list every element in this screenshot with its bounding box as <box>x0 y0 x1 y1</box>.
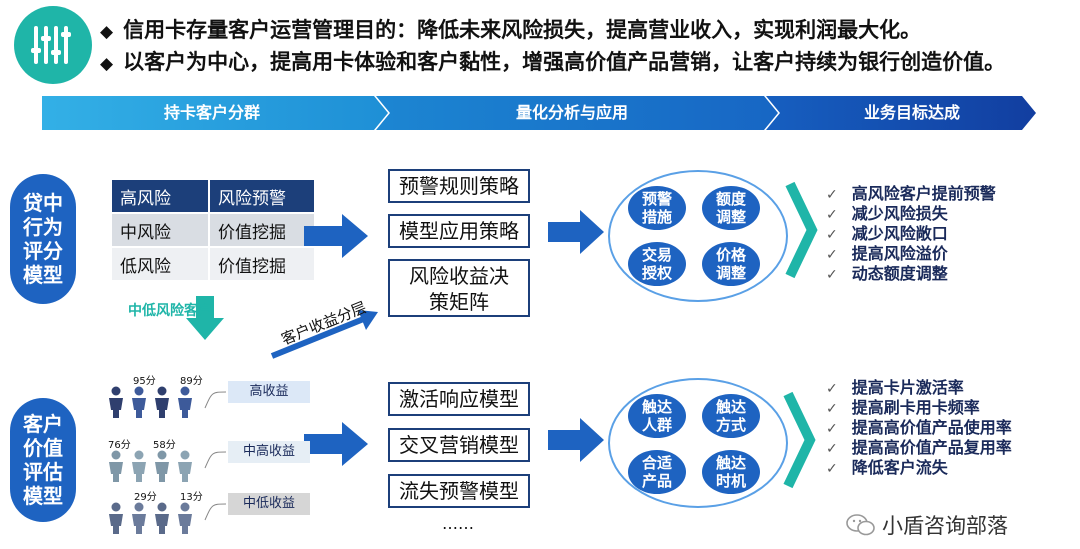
risk-action-cell: 风险预警 <box>208 178 316 214</box>
down-arrow-label: 中低风险客户 <box>128 303 212 319</box>
customer-value-model-label: 客户价值评估模型 <box>10 398 76 522</box>
person-icon <box>178 502 192 534</box>
table-row: 中风险 价值挖掘 <box>110 212 316 248</box>
person-icon <box>132 450 146 482</box>
behavior-score-model-label: 贷中行为评分模型 <box>10 174 76 304</box>
action-pill: 价格调整 <box>702 242 760 286</box>
model-box: 激活响应模型 <box>388 382 530 416</box>
list-item: ✓提高卡片激活率 <box>826 378 964 397</box>
person-icon <box>155 386 169 418</box>
watermark: 小盾咨询部落 <box>846 510 1008 540</box>
list-item: ✓高风险客户提前预警 <box>826 184 996 203</box>
table-row: 高风险 风险预警 <box>110 178 316 214</box>
risk-level-cell: 低风险 <box>110 246 210 282</box>
person-icon <box>155 502 169 534</box>
band-segment-3 <box>766 96 1036 130</box>
band-label-2: 量化分析与应用 <box>515 103 628 122</box>
check-icon: ✓ <box>826 267 838 283</box>
equalizer-icon <box>31 26 71 64</box>
strategy-box: 预警规则策略 <box>388 169 530 203</box>
strategy-box: 风险收益决策矩阵 <box>388 259 530 317</box>
band-label-1: 持卡客户分群 <box>163 103 260 122</box>
action-pill: 触达方式 <box>702 394 760 438</box>
check-icon: ✓ <box>826 381 838 397</box>
ellipsis: …… <box>442 514 474 533</box>
process-band: 持卡客户分群 量化分析与应用 业务目标达成 <box>42 96 1036 130</box>
header-bullet-2: ◆以客户为中心，提高用卡体验和客户黏性，增强高价值产品营销，让客户持续为银行创造… <box>100 50 1006 74</box>
risk-action-cell: 价值挖掘 <box>208 212 316 248</box>
risk-level-cell: 中风险 <box>110 212 210 248</box>
customer-groups <box>108 370 208 540</box>
check-icon: ✓ <box>826 207 838 223</box>
person-icon <box>109 450 123 482</box>
check-icon: ✓ <box>826 227 838 243</box>
wechat-icon <box>846 514 875 536</box>
right-arrow-icon <box>304 214 368 258</box>
table-row: 低风险 价值挖掘 <box>110 246 316 282</box>
tier-label: 高收益 <box>228 381 310 403</box>
tier-label: 中低收益 <box>228 493 310 515</box>
list-item: ✓动态额度调整 <box>826 264 948 283</box>
score-label: 29分 <box>134 492 157 503</box>
action-pill: 交易授权 <box>628 242 686 286</box>
value-goals-list: ✓提高卡片激活率 ✓提高刷卡用卡频率 ✓提高高价值产品使用率 ✓提高高价值产品复… <box>826 378 1012 478</box>
action-pill: 触达时机 <box>702 450 760 494</box>
check-icon: ✓ <box>826 421 838 437</box>
action-pill: 预警措施 <box>628 186 686 230</box>
list-item: ✓减少风险损失 <box>826 204 948 223</box>
check-icon: ✓ <box>826 187 838 203</box>
action-pill: 额度调整 <box>702 186 760 230</box>
list-item: ✓提高风险溢价 <box>826 244 948 263</box>
person-icon <box>109 502 123 534</box>
list-item: ✓提高刷卡用卡频率 <box>826 398 980 417</box>
list-item: ✓提高高价值产品使用率 <box>826 418 1012 437</box>
score-label: 13分 <box>180 492 203 503</box>
score-label: 58分 <box>153 440 176 451</box>
action-cloud <box>608 378 788 508</box>
action-cloud <box>608 170 788 302</box>
right-arrow-icon <box>304 422 368 466</box>
band-label-3: 业务目标达成 <box>863 103 960 122</box>
tier-label: 中高收益 <box>228 441 310 463</box>
model-box: 流失预警模型 <box>388 474 530 508</box>
risk-level-cell: 高风险 <box>110 178 210 214</box>
chevron-right-icon <box>783 391 816 489</box>
chevron-right-icon <box>785 181 818 279</box>
right-arrow-icon <box>548 418 604 462</box>
model-box: 交叉营销模型 <box>388 428 530 462</box>
person-icon <box>178 450 192 482</box>
list-item: ✓提高高价值产品复用率 <box>826 438 1012 457</box>
check-icon: ✓ <box>826 247 838 263</box>
risk-action-cell: 价值挖掘 <box>208 246 316 282</box>
down-arrow-icon <box>186 296 224 340</box>
action-pill: 触达人群 <box>628 394 686 438</box>
check-icon: ✓ <box>826 441 838 457</box>
strategy-box: 模型应用策略 <box>388 214 530 248</box>
header-bullet-1: ◆信用卡存量客户运营管理目的：降低未来风险损失，提高营业收入，实现利润最大化。 <box>100 18 922 42</box>
person-icon <box>155 450 169 482</box>
person-icon <box>132 386 146 418</box>
watermark-text: 小盾咨询部落 <box>882 514 1008 538</box>
list-item: ✓减少风险敞口 <box>826 224 948 243</box>
risk-table: 高风险 风险预警 中风险 价值挖掘 低风险 价值挖掘 <box>110 178 316 282</box>
check-icon: ✓ <box>826 401 838 417</box>
action-pill: 合适产品 <box>628 450 686 494</box>
score-label: 89分 <box>180 376 203 387</box>
band-segment-1 <box>42 96 388 130</box>
person-icon <box>178 386 192 418</box>
band-segment-2 <box>376 96 778 130</box>
score-label: 95分 <box>133 376 156 387</box>
list-item: ✓降低客户流失 <box>826 458 948 477</box>
person-icon <box>132 502 146 534</box>
right-arrow-icon <box>548 210 604 254</box>
equalizer-logo <box>14 6 92 84</box>
score-label: 76分 <box>108 440 131 451</box>
check-icon: ✓ <box>826 461 838 477</box>
person-icon <box>109 386 123 418</box>
risk-goals-list: ✓高风险客户提前预警 ✓减少风险损失 ✓减少风险敞口 ✓提高风险溢价 ✓动态额度… <box>826 184 996 284</box>
